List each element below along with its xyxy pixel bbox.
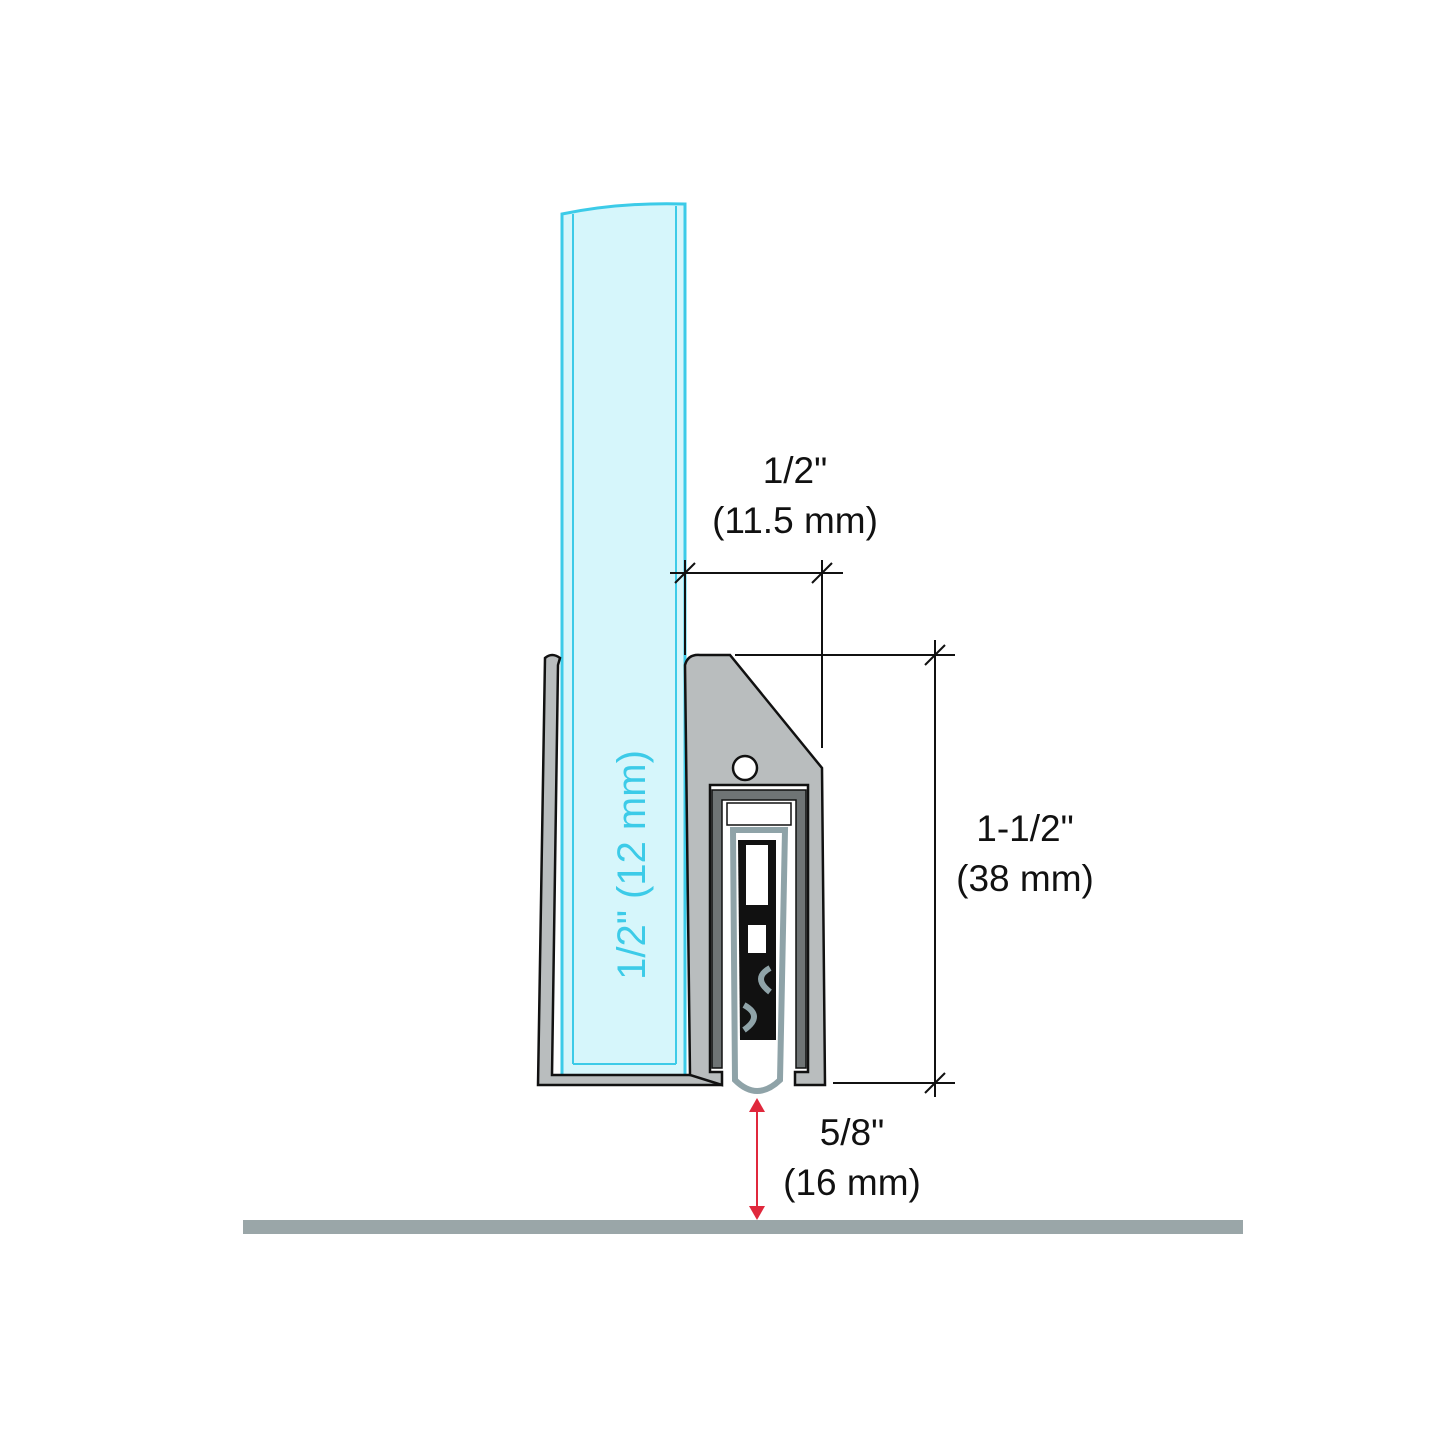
offset-inch-label: 1/2" <box>763 450 828 491</box>
core-clip-2 <box>742 1002 757 1033</box>
core-window-1 <box>746 845 768 905</box>
height-mm-label: (38 mm) <box>956 858 1094 899</box>
offset-mm-label: (11.5 mm) <box>712 500 878 541</box>
gap-inch-label: 5/8" <box>820 1112 885 1153</box>
height-dimension <box>735 640 955 1097</box>
gap-arrow <box>749 1098 765 1220</box>
sweep-housing-profile <box>683 653 827 1087</box>
floor-line <box>243 1220 1243 1234</box>
core-clip-1 <box>758 965 772 995</box>
glass-thickness-label: 1/2" (12 mm) <box>610 750 654 980</box>
u-channel-left-leg <box>536 653 723 1087</box>
gap-mm-label: (16 mm) <box>783 1162 921 1203</box>
height-inch-label: 1-1/2" <box>976 808 1073 849</box>
glass-panel <box>560 202 687 1078</box>
seal-carrier <box>711 789 807 1069</box>
core-window-2 <box>748 925 766 953</box>
carrier-slot <box>726 802 792 826</box>
screw-boss <box>731 754 759 782</box>
